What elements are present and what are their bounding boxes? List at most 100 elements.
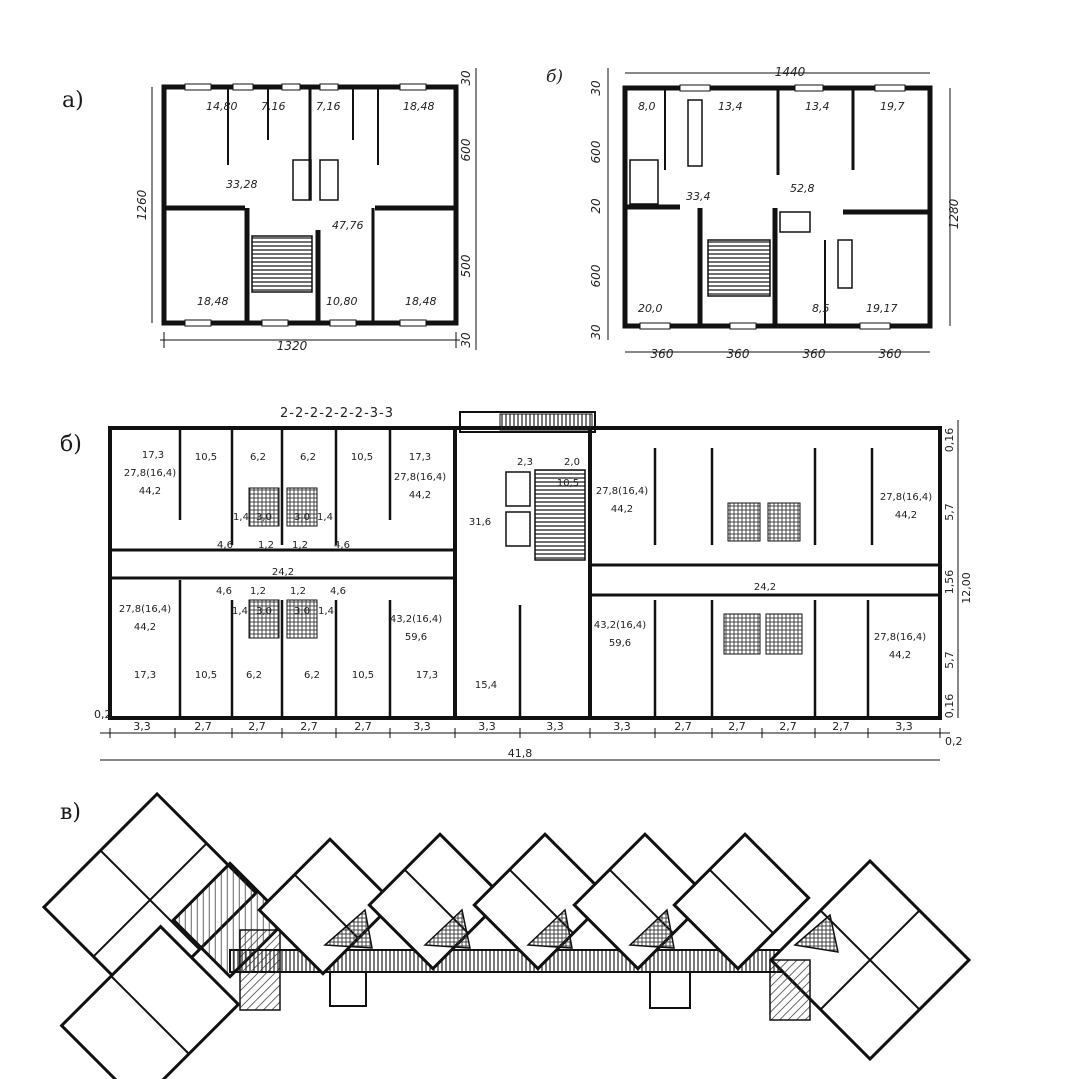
- area-label: 44,2: [895, 510, 917, 521]
- figure-label-a: а): [62, 88, 84, 113]
- plan-b-stairs: [707, 239, 771, 297]
- area-label: 27,8(16,4): [394, 472, 446, 483]
- area-label: 33,28: [226, 178, 258, 191]
- area-label: 1,2: [292, 540, 308, 551]
- dimension-label: 5,7: [943, 503, 956, 521]
- area-label: 10,5: [557, 478, 579, 489]
- dimension-label: 30: [459, 70, 473, 86]
- area-label: 52,8: [790, 182, 815, 195]
- plan-v: [41, 791, 972, 1079]
- area-label: 10,80: [326, 295, 358, 308]
- dimension-label: 30: [589, 324, 603, 340]
- dimension-label: 30: [589, 80, 603, 96]
- area-label: 10,5: [352, 670, 374, 681]
- area-label: 1,2: [250, 586, 266, 597]
- dimension-label: 2,7: [354, 720, 372, 733]
- area-label: 59,6: [405, 632, 427, 643]
- dimension-label: 3,3: [133, 720, 151, 733]
- area-label: 14,80: [206, 100, 238, 113]
- area-label: 3,0: [294, 512, 310, 523]
- dimension-label: 3,3: [613, 720, 631, 733]
- dimension-label: 20: [589, 198, 603, 214]
- dimension-label: 2,7: [832, 720, 850, 733]
- area-label: 20,0: [638, 302, 663, 315]
- area-label: 2,3: [517, 457, 533, 468]
- area-label: 17,3: [416, 670, 438, 681]
- area-label: 27,8(16,4): [119, 604, 171, 615]
- dimension-label: 600: [589, 140, 603, 163]
- dimension-label: 600: [459, 138, 473, 161]
- area-label: 1,4: [318, 606, 334, 617]
- area-label: 4,6: [216, 586, 232, 597]
- area-label: 18,48: [403, 100, 435, 113]
- area-label: 27,8(16,4): [596, 486, 648, 497]
- area-label: 13,4: [805, 100, 830, 113]
- area-label: 4,6: [330, 586, 346, 597]
- figure-label-b-plan: б): [546, 67, 563, 87]
- area-label: 31,6: [469, 517, 491, 528]
- section-code: 2-2-2-2-2-2-3-3: [280, 406, 394, 421]
- dimension-label: 12,00: [960, 572, 973, 604]
- area-label: 8,0: [638, 100, 656, 113]
- area-label: 1,4: [233, 512, 249, 523]
- area-label: 17,3: [409, 452, 431, 463]
- plan-a: 14,80 7,16 7,16 18,48 33,28 47,76 18,48 …: [135, 68, 477, 353]
- dimension-label: 0,2: [94, 708, 112, 721]
- area-label: 4,6: [217, 540, 233, 551]
- dimension-label: 3,3: [546, 720, 564, 733]
- area-label: 19,7: [880, 100, 905, 113]
- area-label: 44,2: [889, 650, 911, 661]
- area-label: 15,4: [475, 680, 497, 691]
- area-label: 59,6: [609, 638, 631, 649]
- plan-section: 2-2-2-2-2-2-3-3: [94, 406, 973, 761]
- area-label: 43,2(16,4): [594, 620, 646, 631]
- dimension-label: 360: [727, 347, 750, 361]
- figure-label-v: в): [60, 800, 81, 825]
- area-label: 3,0: [256, 512, 272, 523]
- area-label: 6,2: [246, 670, 262, 681]
- area-label: 10,5: [351, 452, 373, 463]
- area-label: 44,2: [139, 486, 161, 497]
- dimension-label: 360: [651, 347, 674, 361]
- area-label: 8,5: [812, 302, 830, 315]
- dimension-label: 0,16: [943, 694, 956, 719]
- area-label: 27,8(16,4): [880, 492, 932, 503]
- area-label: 1,2: [290, 586, 306, 597]
- dimension-label: 1280: [947, 198, 961, 229]
- area-label: 43,2(16,4): [390, 614, 442, 625]
- dimension-label: 1260: [135, 189, 149, 220]
- dimension-label: 2,7: [728, 720, 746, 733]
- area-label: 27,8(16,4): [874, 632, 926, 643]
- area-label: 10,5: [195, 452, 217, 463]
- dimension-label: 2,7: [300, 720, 318, 733]
- area-label: 17,3: [134, 670, 156, 681]
- area-label: 6,2: [304, 670, 320, 681]
- area-label: 6,2: [300, 452, 316, 463]
- area-label: 33,4: [686, 190, 711, 203]
- dimension-label: 1440: [775, 65, 806, 79]
- area-label: 6,2: [250, 452, 266, 463]
- corridor-label: 24,2: [754, 582, 776, 593]
- dimension-label: 0,2: [945, 735, 963, 748]
- dimension-label: 1,56: [943, 570, 956, 595]
- dimension-label: 600: [589, 264, 603, 287]
- area-label: 27,8(16,4): [124, 468, 176, 479]
- area-label: 7,16: [316, 100, 341, 113]
- dimension-label: 2,7: [194, 720, 212, 733]
- area-label: 1,4: [232, 606, 248, 617]
- dimension-label: 0,16: [943, 428, 956, 453]
- area-label: 3,0: [256, 606, 272, 617]
- dimension-label: 360: [803, 347, 826, 361]
- area-label: 4,6: [334, 540, 350, 551]
- area-label: 18,48: [405, 295, 437, 308]
- area-label: 47,76: [332, 219, 364, 232]
- plan-a-stairs: [251, 235, 313, 293]
- dimension-label: 3,3: [895, 720, 913, 733]
- area-label: 44,2: [134, 622, 156, 633]
- area-label: 2,0: [564, 457, 580, 468]
- area-label: 1,4: [317, 512, 333, 523]
- area-label: 7,16: [261, 100, 286, 113]
- area-label: 44,2: [409, 490, 431, 501]
- dimension-label: 2,7: [674, 720, 692, 733]
